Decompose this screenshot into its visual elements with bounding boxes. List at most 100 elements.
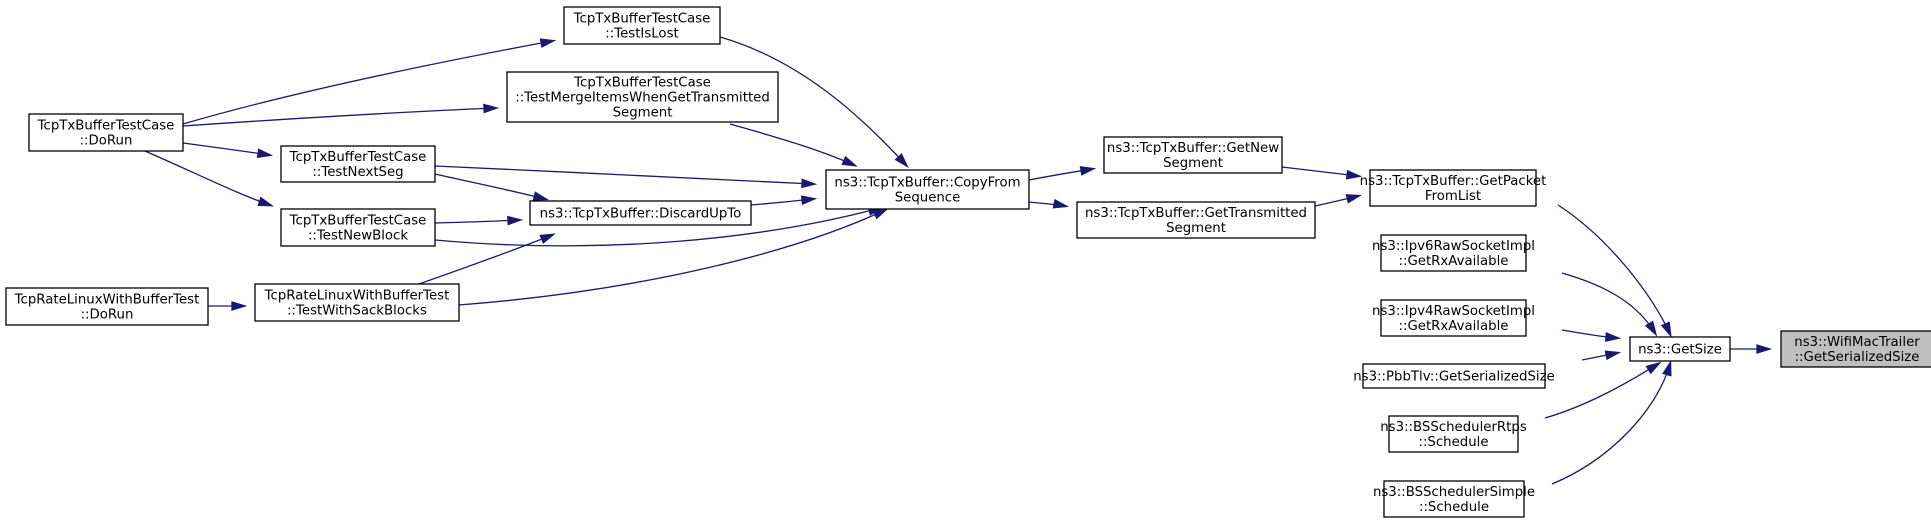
edge-line: [1557, 204, 1671, 335]
call-edge-n17-to-n11: [182, 38, 557, 125]
node-label-line: ns3::WifiMacTrailer: [1794, 335, 1920, 350]
node-box: [1362, 363, 1546, 389]
call-edge-n4-to-n1: [1561, 329, 1622, 342]
node-box: [1383, 480, 1525, 518]
node-label-line: ::TestNewBlock: [308, 229, 408, 244]
function-node[interactable]: TcpRateLinuxWithBufferTest::DoRun: [5, 287, 209, 326]
function-node[interactable]: TcpRateLinuxWithBufferTest::TestWithSack…: [254, 283, 460, 322]
node-label-line: TcpTxBufferTestCase: [573, 76, 711, 91]
arrowhead: [231, 301, 248, 311]
node-box: [28, 113, 184, 152]
edge-line: [418, 234, 553, 285]
arrowhead: [483, 103, 500, 114]
edge-line: [729, 123, 855, 166]
function-node[interactable]: TcpTxBufferTestCase::TestNewBlock: [280, 208, 436, 247]
node-label-line: TcpRateLinuxWithBufferTest: [264, 289, 450, 304]
call-edge-n1-to-n0: [1730, 344, 1773, 354]
root-function-node: ns3::WifiMacTrailer::GetSerializedSize: [1780, 330, 1931, 368]
node-box: [1388, 415, 1519, 453]
arrowhead: [1345, 194, 1363, 204]
function-node[interactable]: ns3::Ipv4RawSocketImpl::GetRxAvailable: [1372, 299, 1535, 337]
node-label-line: ::TestWithSackBlocks: [287, 304, 427, 319]
node-label-line: ns3::GetSize: [1638, 343, 1722, 358]
node-label-line: Sequence: [895, 191, 961, 206]
function-node[interactable]: TcpTxBufferTestCase::TestIsLost: [563, 6, 721, 45]
node-box: [529, 200, 752, 226]
edge-line: [1561, 272, 1656, 334]
call-edge-n3-to-n1: [1561, 272, 1658, 337]
call-edge-n17-to-n15: [144, 150, 274, 207]
function-node[interactable]: ns3::BSSchedulerSimple::Schedule: [1373, 480, 1535, 518]
arrowhead: [1604, 350, 1622, 361]
node-label-line: TcpRateLinuxWithBufferTest: [14, 293, 200, 308]
call-edge-n16-to-n14: [418, 233, 556, 285]
call-edge-n17-to-n12: [182, 103, 500, 127]
arrowhead: [1604, 332, 1622, 342]
node-label-line: Segment: [1163, 156, 1223, 171]
call-edge-n13-to-n14: [434, 173, 550, 201]
arrowhead: [1645, 361, 1662, 375]
node-label-line: TcpTxBufferTestCase: [289, 214, 427, 229]
edge-line: [719, 36, 907, 166]
call-edge-n18-to-n16: [208, 301, 248, 311]
node-box: [506, 71, 779, 123]
call-edge-n13-to-n10: [434, 165, 818, 189]
node-box: [5, 287, 209, 326]
call-edge-n6-to-n1: [1544, 361, 1662, 419]
function-node[interactable]: ns3::TcpTxBuffer::DiscardUpTo: [529, 200, 752, 226]
node-box: [1380, 234, 1527, 272]
node-label-line: ns3::PbbTlv::GetSerializedSize: [1353, 370, 1555, 385]
node-label-line: TcpTxBufferTestCase: [289, 150, 427, 165]
function-node[interactable]: ns3::GetSize: [1629, 336, 1731, 362]
node-label-line: ns3::Ipv4RawSocketImpl: [1372, 304, 1535, 319]
function-node[interactable]: ns3::PbbTlv::GetSerializedSize: [1353, 363, 1555, 389]
edge-line: [1544, 363, 1659, 419]
edge-line: [1551, 363, 1671, 485]
node-box: [280, 208, 436, 247]
node-label-line: ns3::TcpTxBuffer::GetTransmitted: [1085, 206, 1307, 221]
node-label-line: ns3::TcpTxBuffer::CopyFrom: [834, 176, 1020, 191]
function-node[interactable]: ns3::BSSchedulerRtps::Schedule: [1380, 415, 1527, 453]
call-edge-n9-to-n2: [1314, 194, 1363, 207]
arrowhead: [1756, 344, 1773, 354]
call-edge-n14-to-n10: [750, 195, 818, 206]
node-label-line: ::Schedule: [1418, 435, 1488, 450]
call-edge-n8-to-n2: [1281, 166, 1363, 180]
node-box: [254, 283, 460, 322]
edge-line: [182, 40, 553, 125]
arrowhead: [1345, 169, 1363, 180]
function-node[interactable]: ns3::Ipv6RawSocketImpl::GetRxAvailable: [1372, 234, 1535, 272]
edge-line: [144, 150, 271, 206]
function-node[interactable]: TcpTxBufferTestCase::TestNextSeg: [280, 145, 436, 183]
call-edge-n11-to-n10: [719, 36, 909, 169]
node-label-line: ns3::TcpTxBuffer::GetPacket: [1360, 174, 1547, 189]
node-label-line: Segment: [613, 106, 673, 121]
arrowhead: [841, 155, 858, 167]
node-label-line: Segment: [1166, 221, 1226, 236]
function-node[interactable]: TcpTxBufferTestCase::TestMergeItemsWhenG…: [506, 71, 779, 123]
node-box: [1629, 336, 1731, 362]
node-label-line: ns3::TcpTxBuffer::GetNew: [1107, 141, 1279, 156]
node-box: [563, 6, 721, 45]
call-edge-n10-to-n8: [1028, 166, 1097, 181]
function-node[interactable]: TcpTxBufferTestCase::DoRun: [28, 113, 184, 152]
node-label-line: ns3::BSSchedulerSimple: [1373, 485, 1535, 500]
call-edge-n12-to-n10: [729, 123, 858, 167]
node-label-line: ::TestMergeItemsWhenGetTransmitted: [515, 91, 770, 106]
arrowhead: [507, 215, 524, 226]
node-box: [1103, 136, 1283, 174]
node-label-line: ns3::BSSchedulerRtps: [1380, 420, 1527, 435]
node-label-line: ::Schedule: [1419, 500, 1489, 515]
node-label-line: ::DoRun: [80, 134, 133, 149]
edges-layer: [144, 36, 1773, 485]
edge-line: [182, 107, 496, 127]
arrowhead: [1644, 320, 1658, 337]
node-label-line: TcpTxBufferTestCase: [37, 119, 175, 134]
arrowhead: [539, 38, 557, 48]
arrowhead: [1660, 321, 1672, 338]
node-label-line: ::DoRun: [81, 308, 134, 323]
